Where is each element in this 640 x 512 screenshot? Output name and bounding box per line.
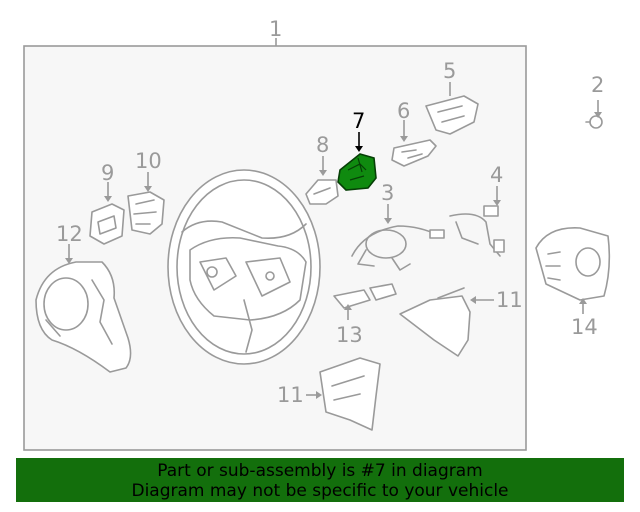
part-12-rear-cover [35, 261, 132, 373]
part-5-switch [425, 95, 479, 135]
banner-line-2: Diagram may not be specific to your vehi… [131, 481, 509, 501]
part-7-highlighted-switch [337, 153, 377, 191]
callout-11-upper: 11 [496, 288, 523, 312]
parts-diagram: 1 2 3 4 5 6 7 8 9 10 11 11 12 13 14 [23, 17, 611, 451]
callout-2: 2 [591, 73, 604, 97]
part-13-clip [333, 283, 397, 309]
callout-5: 5 [443, 59, 456, 83]
part-2-screw [585, 115, 603, 129]
part-4-wire-harness [449, 205, 505, 257]
callout-1: 1 [269, 17, 282, 41]
callout-12: 12 [56, 222, 83, 246]
callout-8: 8 [316, 133, 329, 157]
part-6-switch [391, 139, 437, 167]
steering-wheel [167, 169, 321, 365]
callout-7: 7 [352, 109, 365, 133]
part-3-wire-harness [351, 225, 445, 271]
callout-14: 14 [571, 315, 598, 339]
leader-lines [65, 82, 602, 399]
callout-9: 9 [101, 161, 114, 185]
part-8-switch [305, 179, 339, 205]
part-10-bracket [127, 191, 165, 235]
part-14-airbag [535, 227, 611, 301]
info-banner: Part or sub-assembly is #7 in diagram Di… [16, 458, 624, 502]
callout-4: 4 [490, 163, 503, 187]
callout-6: 6 [397, 99, 410, 123]
part-9-switch [89, 203, 125, 245]
callout-3: 3 [381, 181, 394, 205]
callout-11-lower: 11 [277, 383, 304, 407]
part-11-lower-trim [319, 357, 381, 431]
part-11-upper-trim [399, 287, 471, 357]
callout-10: 10 [135, 149, 162, 173]
callout-13: 13 [336, 323, 363, 347]
banner-line-1: Part or sub-assembly is #7 in diagram [157, 461, 483, 481]
callout-labels: 1 2 3 4 5 6 7 8 9 10 11 11 12 13 14 [56, 17, 604, 407]
